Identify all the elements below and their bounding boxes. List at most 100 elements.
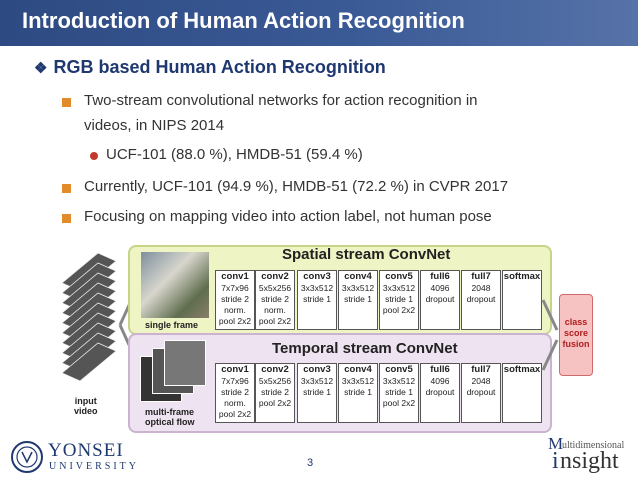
layer-param: 4096 (430, 376, 450, 386)
layer-name: conv1 (221, 271, 249, 282)
slide-title: Introduction of Human Action Recognition (22, 8, 465, 33)
layer-softmax: softmax (502, 270, 542, 330)
layer-name: full7 (471, 271, 491, 282)
title-bar: Introduction of Human Action Recognition (0, 0, 638, 46)
spatial-stream-title: Spatial stream ConvNet (282, 246, 451, 263)
layer-param: 3x3x512 (300, 283, 334, 293)
layer-param: pool 2x2 (218, 316, 252, 326)
bullet-3: Focusing on mapping video into action la… (84, 208, 492, 225)
layer-param: 2048 (471, 283, 491, 293)
layer-param: stride 2 (221, 387, 249, 397)
layer-name: full6 (430, 271, 450, 282)
layer-param: 5x5x256 (258, 376, 292, 386)
class-score-fusion-box: class score fusion (559, 294, 593, 376)
layer-name: conv3 (303, 364, 331, 375)
input-video-label: input video (74, 396, 98, 416)
layer-param: stride 1 (303, 387, 331, 397)
layer-name: conv4 (344, 364, 372, 375)
layer-name: full6 (430, 364, 450, 375)
square-bullet-icon (62, 184, 71, 193)
input-video-frames-image (61, 253, 117, 382)
square-bullet-icon (62, 98, 71, 107)
layer-param: dropout (425, 294, 455, 304)
layer-param: 7x7x96 (221, 283, 249, 293)
layer-param: 3x3x512 (341, 283, 375, 293)
layer-name: conv2 (261, 364, 289, 375)
layer-name: conv5 (385, 271, 413, 282)
multi-frame-label: multi-frame optical flow (145, 407, 195, 427)
layer-param: 3x3x512 (300, 376, 334, 386)
round-bullet-icon (90, 152, 98, 160)
layer-param: dropout (466, 294, 496, 304)
yonsei-seal-icon (11, 441, 43, 473)
layer-param: stride 1 (303, 294, 331, 304)
layer-param: 3x3x512 (382, 376, 416, 386)
diamond-bullet-icon: ❖ (34, 60, 48, 77)
layer-name: conv1 (221, 364, 249, 375)
layer-param: pool 2x2 (258, 398, 292, 408)
bullet-1-line-1: Two-stream convolutional networks for ac… (84, 92, 478, 109)
layer-name: full7 (471, 364, 491, 375)
layer-name: conv3 (303, 271, 331, 282)
layer-param: 5x5x256 (258, 283, 292, 293)
layer-param: 3x3x512 (341, 376, 375, 386)
square-bullet-icon (62, 214, 71, 223)
layer-name: conv2 (261, 271, 289, 282)
lab-small-text: ultidimensional (562, 440, 625, 451)
layer-param: dropout (466, 387, 496, 397)
layer-param: 2048 (471, 376, 491, 386)
temporal-stream-title: Temporal stream ConvNet (272, 340, 458, 357)
layer-param: stride 2 (261, 294, 289, 304)
layer-param: pool 2x2 (258, 316, 292, 326)
layer-param: 3x3x512 (382, 283, 416, 293)
layer-param: stride 2 (261, 387, 289, 397)
layer-param: stride 2 (221, 294, 249, 304)
layer-param: pool 2x2 (382, 398, 416, 408)
layer-name: conv4 (344, 271, 372, 282)
layer-param: norm. (224, 398, 246, 408)
layer-name: softmax (503, 364, 541, 375)
layer-name: softmax (503, 271, 541, 282)
yonsei-name: YONSEI (48, 440, 124, 461)
yonsei-university: UNIVERSITY (49, 461, 139, 472)
layer-param: 7x7x96 (221, 376, 249, 386)
insight-logo: M ultidimensional i nsight (548, 434, 634, 476)
layer-param: stride 1 (344, 387, 372, 397)
layer-param: dropout (425, 387, 455, 397)
sub-bullet: UCF-101 (88.0 %), HMDB-51 (59.4 %) (106, 146, 363, 163)
page-number: 3 (307, 457, 314, 469)
layer-softmax: softmax (502, 363, 542, 423)
bullet-1-line-2: videos, in NIPS 2014 (84, 117, 225, 134)
section-heading: ❖RGB based Human Action Recognition (34, 57, 386, 78)
layer-param: stride 1 (385, 294, 413, 304)
logo-letter-i: i (552, 448, 559, 474)
layer-param: norm. (264, 305, 286, 315)
layer-param: stride 1 (385, 387, 413, 397)
bullet-2: Currently, UCF-101 (94.9 %), HMDB-51 (72… (84, 178, 509, 195)
logo-letter-m: M (548, 434, 564, 453)
single-frame-image (141, 252, 209, 318)
layer-param: norm. (224, 305, 246, 315)
optical-flow-image (164, 340, 206, 386)
layer-name: conv5 (385, 364, 413, 375)
fusion-arrows-icon (541, 299, 559, 371)
layer-param: pool 2x2 (218, 409, 252, 419)
layer-param: pool 2x2 (382, 305, 416, 315)
single-frame-label: single frame (145, 320, 199, 330)
layer-param: 4096 (430, 283, 450, 293)
lab-big-text: nsight (560, 448, 619, 474)
